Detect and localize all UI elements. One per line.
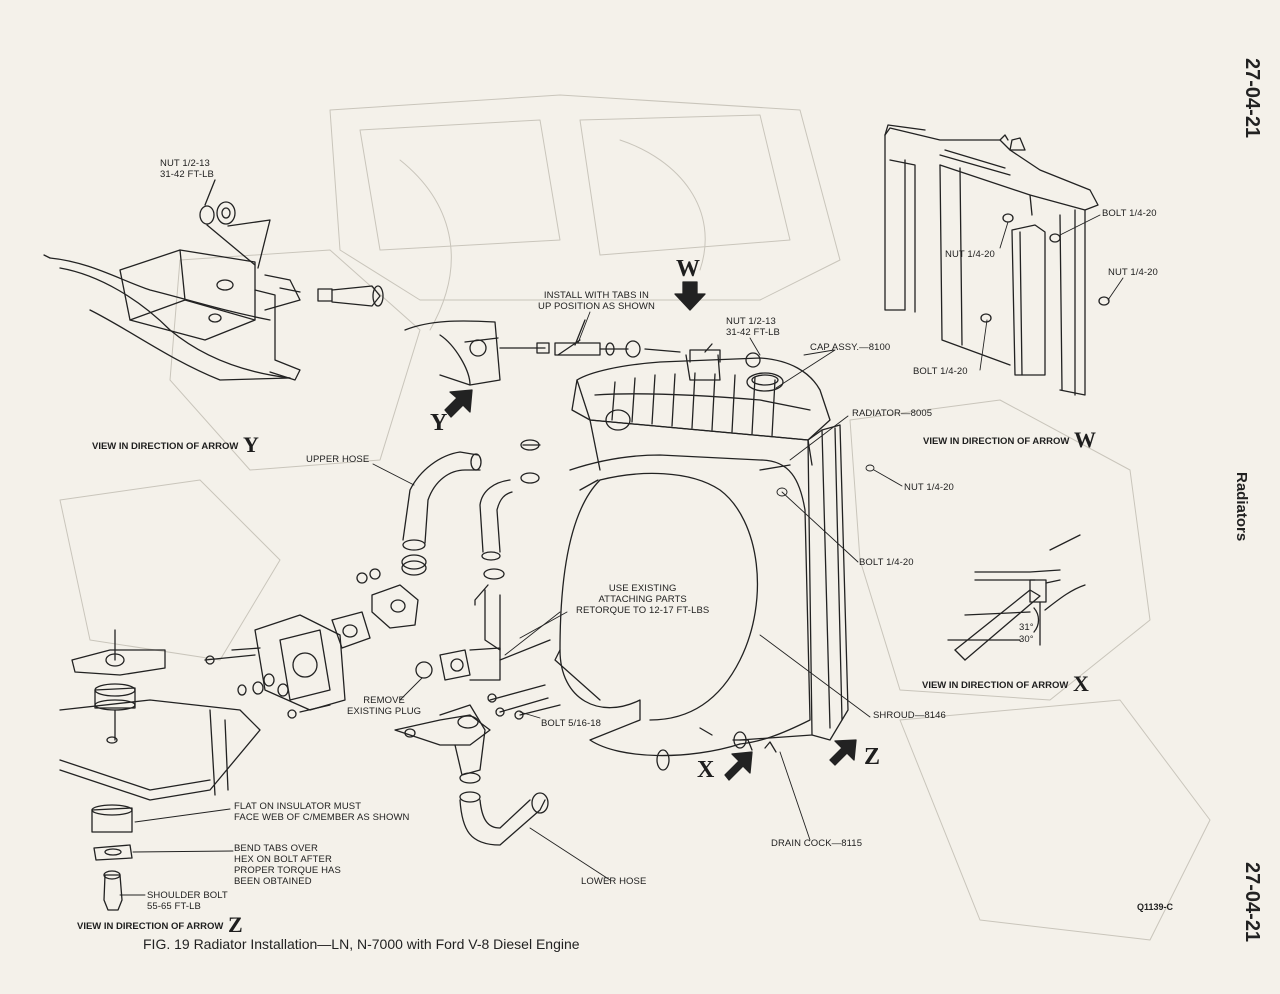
arrow-letter-z: Z — [864, 744, 881, 770]
w-bolt-bottom-label: BOLT 1/4-20 — [913, 366, 968, 377]
upper-hose-label: UPPER HOSE — [306, 454, 370, 465]
view-x-text: VIEW IN DIRECTION OF ARROW — [922, 680, 1069, 691]
view-x-title: VIEW IN DIRECTION OF ARROW X — [922, 671, 1089, 697]
bolt-quarter-right-label: BOLT 1/4-20 — [859, 557, 914, 568]
view-y-outlet-detail — [404, 319, 681, 386]
cap-assy-label: CAP ASSY.—8100 — [810, 342, 891, 353]
nut-label-mid: NUT 1/2-13 31-42 FT-LB — [726, 316, 780, 338]
w-bolt-top-label: BOLT 1/4-20 — [1102, 208, 1157, 219]
page-number-top: 27-04-21 — [1241, 58, 1263, 139]
view-w-letter: W — [1074, 427, 1097, 452]
bend-tabs-line2: HEX ON BOLT AFTER — [234, 854, 332, 865]
install-tabs-line2: UP POSITION AS SHOWN — [538, 301, 655, 312]
insulator-mount-detail — [59, 629, 261, 911]
nut-quarter-right-label: NUT 1/4-20 — [904, 482, 954, 493]
w-nut-left-label: NUT 1/4-20 — [945, 249, 995, 260]
bolt-5-16-label: BOLT 5/16-18 — [541, 718, 601, 729]
remove-plug-line1: REMOVE — [363, 695, 405, 706]
angle-30-label: 30° — [1019, 634, 1034, 645]
flat-insulator-label: FLAT ON INSULATOR MUST FACE WEB OF C/MEM… — [234, 801, 410, 823]
view-y-text: VIEW IN DIRECTION OF ARROW — [92, 441, 239, 452]
view-x-letter: X — [1073, 671, 1089, 696]
bend-tabs-line4: BEEN OBTAINED — [234, 876, 312, 887]
use-existing-line3: RETORQUE TO 12-17 FT-LBS — [576, 605, 710, 616]
upper-hose — [401, 439, 541, 576]
view-w-title: VIEW IN DIRECTION OF ARROW W — [923, 427, 1096, 453]
remove-plug-line2: EXISTING PLUG — [347, 706, 422, 717]
bypass-hose — [474, 472, 540, 651]
page-number-bottom: 27-04-21 — [1241, 862, 1263, 943]
upper-left-bracket-detail — [43, 179, 384, 381]
view-z-text: VIEW IN DIRECTION OF ARROW — [77, 921, 224, 932]
radiator-label: RADIATOR—8005 — [852, 408, 933, 419]
radiator-core — [554, 343, 849, 757]
figure-caption: FIG. 19 Radiator Installation—LN, N-7000… — [143, 936, 580, 952]
view-z-letter: Z — [228, 912, 243, 937]
flat-insulator-line2: FACE WEB OF C/MEMBER AS SHOWN — [234, 812, 410, 823]
water-outlet-lower — [394, 639, 561, 784]
view-x-bracket-detail — [947, 534, 1086, 661]
shoulder-bolt-line1: SHOULDER BOLT — [147, 890, 228, 901]
section-title: Radiators — [1233, 472, 1250, 542]
w-nut-right-label: NUT 1/4-20 — [1108, 267, 1158, 278]
arrow-letter-w: W — [676, 256, 700, 282]
arrow-w — [674, 281, 706, 311]
arrow-x — [724, 751, 753, 781]
arrow-letter-x: X — [697, 757, 715, 783]
shroud-label: SHROUD—8146 — [873, 710, 946, 721]
drain-cock-label: DRAIN COCK—8115 — [771, 838, 863, 849]
view-y-title: VIEW IN DIRECTION OF ARROW Y — [92, 432, 259, 458]
view-z-title: VIEW IN DIRECTION OF ARROW Z — [77, 912, 243, 938]
thermostat-housing-parts — [204, 568, 419, 719]
shoulder-bolt-label: SHOULDER BOLT 55-65 FT-LB — [147, 890, 228, 912]
lower-hose — [459, 749, 670, 846]
nut-label-mid-line2: 31-42 FT-LB — [726, 327, 780, 338]
nut-label-upper-left-line2: 31-42 FT-LB — [160, 169, 214, 180]
flat-insulator-line1: FLAT ON INSULATOR MUST — [234, 801, 362, 812]
view-y-letter: Y — [243, 432, 259, 457]
bend-tabs-line1: BEND TABS OVER — [234, 843, 318, 854]
nut-label-mid-line1: NUT 1/2-13 — [726, 316, 776, 327]
arrow-y — [444, 389, 473, 418]
remove-plug-label: REMOVE EXISTING PLUG — [347, 695, 421, 717]
use-existing-line1: USE EXISTING — [608, 583, 677, 594]
nut-label-upper-left: NUT 1/2-13 31-42 FT-LB — [160, 158, 214, 180]
background-engine-ghost — [59, 94, 1211, 941]
angle-31-label: 31° — [1019, 622, 1034, 633]
bend-tabs-line3: PROPER TORQUE HAS — [234, 865, 341, 876]
lower-hose-label: LOWER HOSE — [581, 876, 647, 887]
install-tabs-line1: INSTALL WITH TABS IN — [543, 290, 649, 301]
leader-lines — [119, 214, 1124, 896]
view-w-text: VIEW IN DIRECTION OF ARROW — [923, 436, 1070, 447]
use-existing-label: USE EXISTING ATTACHING PARTS RETORQUE TO… — [576, 583, 709, 616]
arrow-z — [829, 739, 857, 766]
arrow-letter-y: Y — [430, 410, 448, 436]
view-w-radiator-side — [884, 124, 1110, 396]
shoulder-bolt-line2: 55-65 FT-LB — [147, 901, 201, 912]
nut-label-upper-left-line1: NUT 1/2-13 — [160, 158, 210, 169]
figure-id: Q1139-C — [1137, 902, 1174, 912]
install-tabs-label: INSTALL WITH TABS IN UP POSITION AS SHOW… — [538, 290, 655, 312]
bend-tabs-label: BEND TABS OVER HEX ON BOLT AFTER PROPER … — [234, 843, 341, 887]
use-existing-line2: ATTACHING PARTS — [598, 594, 687, 605]
